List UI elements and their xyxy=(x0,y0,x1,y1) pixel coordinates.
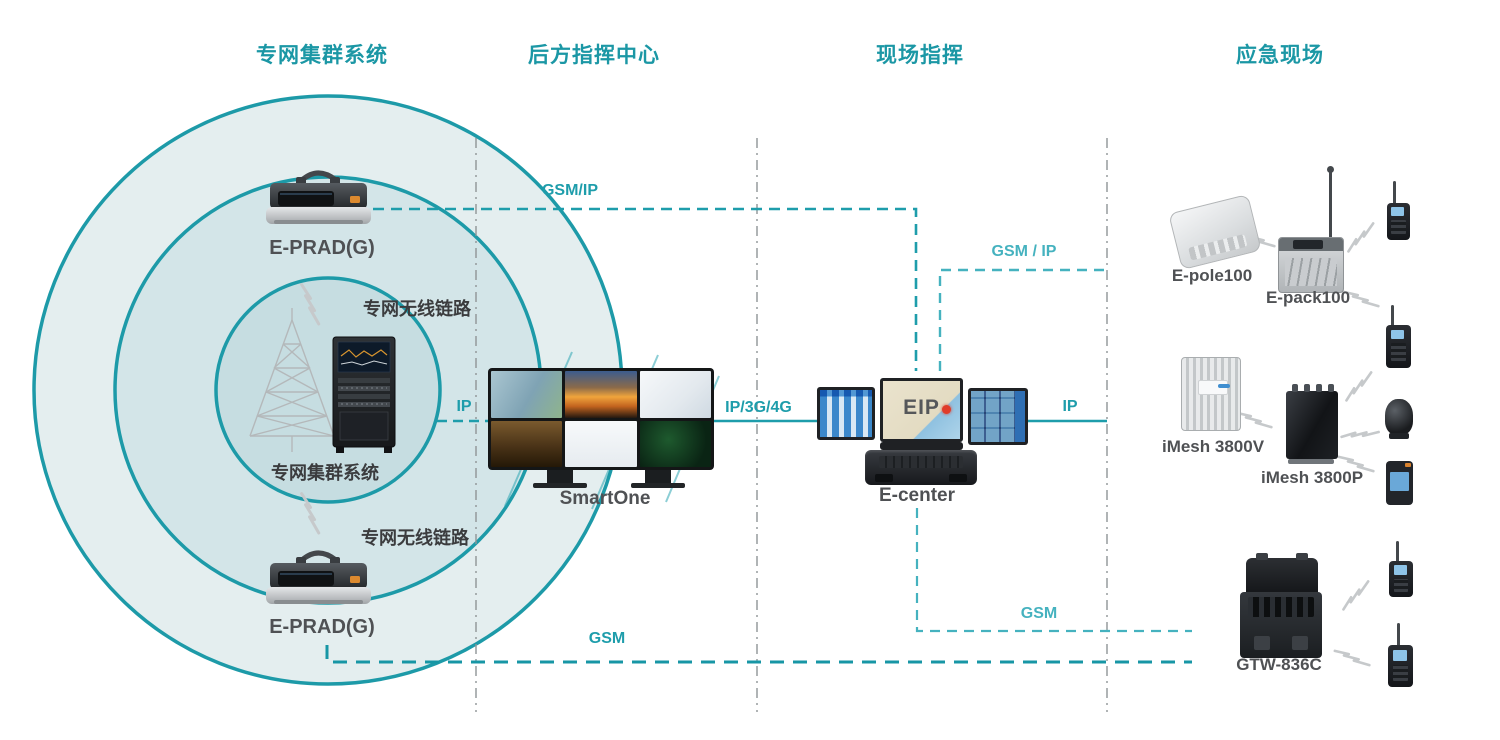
imesh-3800p-base xyxy=(1288,459,1334,464)
ecenter-bumper xyxy=(875,474,893,482)
server-rack xyxy=(332,336,396,453)
gsm-bottom-link-label: GSM xyxy=(588,630,626,647)
ecenter-label: E-center xyxy=(878,485,956,506)
imesh-3800v-device xyxy=(1181,357,1241,431)
gtw836c-body xyxy=(1240,592,1322,658)
radio4-device xyxy=(1389,561,1413,597)
imesh-3800p-connector xyxy=(1328,384,1334,392)
epack100-antenna xyxy=(1329,170,1332,240)
map-alert-dot xyxy=(941,405,951,415)
ecenter-bumper xyxy=(949,474,967,482)
radio5-device xyxy=(1388,645,1413,687)
bodycam-button xyxy=(1405,463,1411,467)
smartone-screen-oilfield xyxy=(565,371,637,418)
radio5-antenna xyxy=(1397,623,1400,647)
gsm-ip-top-link-label: GSM/IP xyxy=(541,182,598,199)
eip-screen-text: EIP xyxy=(903,396,940,420)
wireless-link-top-label: 专网无线链路 xyxy=(363,299,471,319)
imesh-3800v-label-chip xyxy=(1198,380,1230,395)
ip-3g4g-link-label: IP/3G/4G xyxy=(725,399,792,416)
imesh-3800p-label: iMesh 3800P xyxy=(1260,468,1364,487)
ptz-camera-device xyxy=(1385,399,1413,435)
gtw836c-latch xyxy=(1296,553,1308,560)
cluster-system-label: 专网集群系统 xyxy=(271,463,379,483)
bolt-imeshp-radio2-icon xyxy=(1339,371,1378,402)
smartone-label: SmartOne xyxy=(559,488,651,509)
bodycam-device xyxy=(1386,461,1413,505)
smartone-screen-cad xyxy=(639,371,711,418)
bolt-epack-radio1-icon xyxy=(1341,222,1380,253)
monitor-stand-base xyxy=(533,483,587,488)
epack100-top-band xyxy=(1279,238,1343,251)
smartone-screen-3d-site xyxy=(491,371,563,418)
header-field-command: 现场指挥 xyxy=(876,44,964,67)
smartone-screen-control-room xyxy=(491,420,563,467)
ecenter-body xyxy=(865,450,977,485)
bodycam-screen xyxy=(1390,472,1409,491)
epack100-nameplate xyxy=(1293,240,1323,249)
ecenter-right-screen xyxy=(968,388,1028,445)
imesh-3800v-logo xyxy=(1218,384,1230,388)
ptz-camera-base xyxy=(1389,433,1409,439)
smartone-video-wall xyxy=(488,368,714,470)
epack100-antenna-tip xyxy=(1327,166,1334,173)
ip-left-link-label: IP xyxy=(456,398,472,415)
epack100-device xyxy=(1278,237,1344,293)
tower xyxy=(249,308,335,452)
gsm-ecenter-link-label: GSM xyxy=(1020,605,1058,622)
gtw836c-label: GTW-836C xyxy=(1236,655,1322,674)
gtw836c-latch xyxy=(1256,553,1268,560)
bolt-gtw-radio5-icon xyxy=(1333,641,1371,675)
eprad-top-label: E-PRAD(G) xyxy=(269,237,375,259)
camera-ui-sidebar xyxy=(1015,391,1025,442)
ecenter-hinge xyxy=(880,442,963,450)
radio1-antenna xyxy=(1393,181,1396,205)
imesh-3800p-connector xyxy=(1316,384,1322,392)
link-gsm-ecenter xyxy=(915,508,1192,633)
gtw836c-lid xyxy=(1246,553,1318,594)
monitor-stand xyxy=(645,470,671,484)
ecenter-main-screen: EIP xyxy=(880,378,963,442)
link-gsm-ip-top xyxy=(373,207,918,371)
gtw836c-control-panel xyxy=(1248,597,1314,617)
eprad-bottom-label: E-PRAD(G) xyxy=(269,616,375,638)
header-private-network: 专网集群系统 xyxy=(256,44,388,67)
bolt-imeshv-imeshp-icon xyxy=(1235,403,1273,437)
gsm-ip-right-link-label: GSM / IP xyxy=(991,243,1057,260)
radio4-antenna xyxy=(1396,541,1399,563)
imesh-3800p-connector xyxy=(1304,384,1310,392)
monitor-stand-base xyxy=(631,483,685,488)
ip-right-link-label: IP xyxy=(1062,398,1078,415)
imesh-3800p-device xyxy=(1286,384,1338,464)
ecenter-keyboard xyxy=(879,456,963,468)
epack100-label: E-pack100 xyxy=(1265,288,1351,307)
header-rear-command-center: 后方指挥中心 xyxy=(528,44,660,67)
epack100-ribs xyxy=(1285,258,1337,286)
connection-lines xyxy=(325,207,1192,664)
monitor-stand xyxy=(547,470,573,484)
bolt-imeshp-camera-icon xyxy=(1340,425,1380,444)
ecenter-left-screen xyxy=(817,387,875,440)
bolt-gtw-radio4-icon xyxy=(1336,580,1375,611)
epole100-label: E-pole100 xyxy=(1171,266,1253,285)
radio2-device xyxy=(1386,325,1411,368)
section-dividers xyxy=(475,138,1108,712)
smartone-screen-network-map xyxy=(639,420,711,467)
radio1-device xyxy=(1387,203,1410,240)
gtw836c-latch-pad xyxy=(1254,636,1270,650)
imesh-3800v-label: iMesh 3800V xyxy=(1161,437,1265,456)
imesh-3800p-connector xyxy=(1292,384,1298,392)
wireless-link-bottom-label: 专网无线链路 xyxy=(361,528,469,548)
gtw836c-latch-pad xyxy=(1292,636,1308,650)
header-emergency-site: 应急现场 xyxy=(1236,44,1324,67)
radio2-antenna xyxy=(1391,305,1394,327)
link-gsm-ip-right xyxy=(938,268,1105,371)
smartone-screen-charts xyxy=(565,420,637,467)
link-gsm-bottom xyxy=(325,645,1192,664)
